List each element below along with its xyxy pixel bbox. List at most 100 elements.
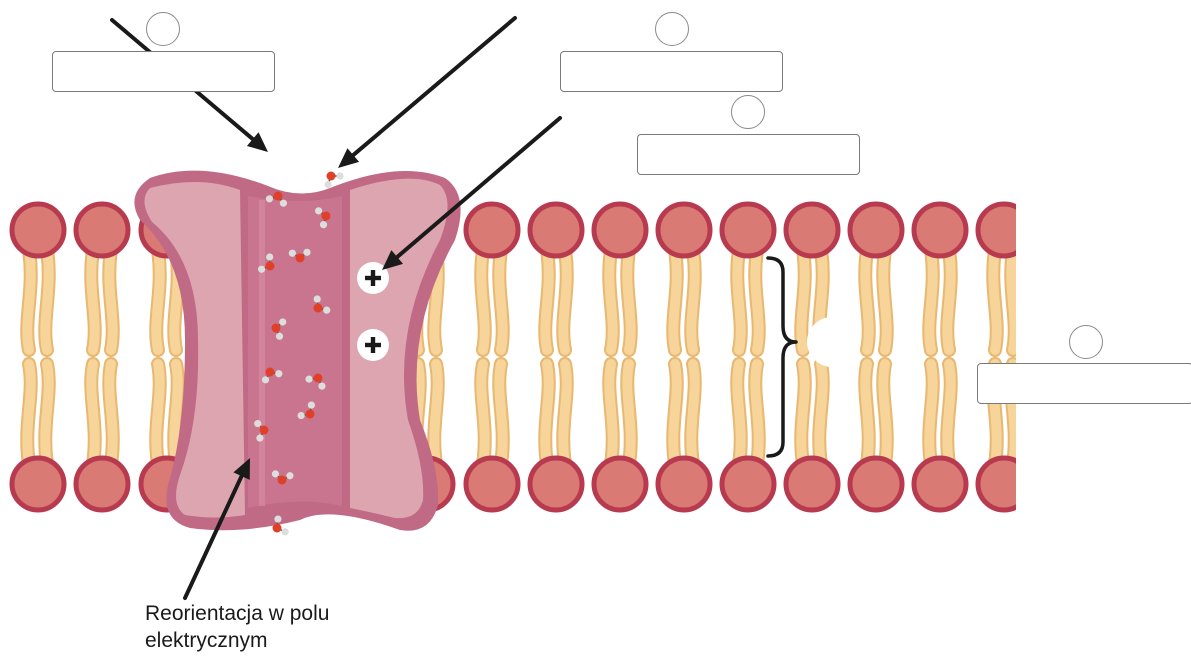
lipid-tail [156, 364, 159, 464]
lipid-tail [91, 364, 94, 464]
lipid-tail [609, 250, 612, 350]
lipid-head [914, 458, 966, 510]
lipid-tail [434, 364, 437, 464]
lipid-tail [947, 250, 950, 350]
water-hydrogen [266, 253, 273, 260]
water-hydrogen [323, 307, 330, 314]
water-hydrogen [305, 376, 312, 383]
arrow-shaft [353, 18, 515, 155]
lipid-head [914, 204, 966, 256]
lipid-tail [27, 364, 30, 464]
water-hydrogen [280, 200, 287, 207]
lipid-head [850, 458, 902, 510]
label-box-4[interactable] [977, 363, 1191, 404]
water-hydrogen [303, 249, 310, 256]
lipid-tail [755, 364, 758, 464]
water-oxygen [266, 368, 275, 377]
number-slot-4[interactable] [1069, 325, 1103, 359]
lipid-tail [865, 250, 868, 350]
lipid-head [658, 458, 710, 510]
lipid-tail [545, 364, 548, 464]
water-hydrogen [320, 221, 327, 228]
water-oxygen [274, 192, 283, 201]
number-slot-2[interactable] [655, 12, 689, 46]
water-hydrogen [315, 207, 322, 214]
lipid-tail [737, 364, 740, 464]
water-hydrogen [286, 472, 293, 479]
water-hydrogen [308, 402, 315, 409]
lipid-head [12, 458, 64, 510]
label-box-1[interactable] [52, 51, 275, 92]
water-oxygen [260, 426, 269, 435]
label-box-3[interactable] [637, 134, 860, 175]
water-oxygen [322, 212, 331, 221]
lipid-tail [156, 250, 159, 350]
water-oxygen [296, 254, 305, 263]
caption-line-2: elektrycznym [145, 627, 385, 654]
lipid-tail [819, 364, 822, 464]
lipid-head [722, 204, 774, 256]
lipid-tail [801, 250, 804, 350]
lipid-head [786, 204, 838, 256]
lipid-tail [545, 250, 548, 350]
water-oxygen [266, 262, 275, 271]
water-hydrogen [258, 266, 265, 273]
water-oxygen [306, 410, 315, 419]
membrane-thickness-bracket [768, 258, 796, 456]
lipid-tail [499, 250, 502, 350]
lipid-tail [929, 364, 932, 464]
lipid-head [978, 204, 1030, 256]
lipid-head [594, 204, 646, 256]
water-hydrogen [318, 382, 325, 389]
lipid-tail [481, 364, 484, 464]
lipid-head [722, 458, 774, 510]
lipid-tail [45, 250, 48, 350]
water-hydrogen [336, 172, 343, 179]
lipid-head [658, 204, 710, 256]
lipid-head [466, 458, 518, 510]
lipid-tail [673, 364, 676, 464]
number-slot-3[interactable] [731, 95, 765, 129]
water-oxygen [272, 324, 281, 333]
lipid-head [978, 458, 1030, 510]
lipid-tail [1011, 250, 1014, 350]
water-hydrogen [282, 528, 289, 535]
lipid-head [530, 458, 582, 510]
water-oxygen [327, 172, 336, 181]
water-hydrogen [274, 515, 281, 522]
lipid-head [786, 458, 838, 510]
lipid-head [850, 204, 902, 256]
lipid-tail [993, 250, 996, 350]
label-box-2[interactable] [560, 51, 783, 92]
lipid-tail [609, 364, 612, 464]
water-hydrogen [254, 420, 261, 427]
lipid-tail [91, 250, 94, 350]
lipid-tail [563, 364, 566, 464]
water-oxygen [273, 524, 282, 533]
arrow-to-water-molecule [338, 18, 515, 168]
water-hydrogen [324, 181, 331, 188]
lipid-tail [755, 250, 758, 350]
plus-sign [371, 270, 375, 286]
label-box-2-text [561, 52, 782, 91]
water-hydrogen [266, 195, 273, 202]
water-oxygen [314, 304, 323, 313]
water-hydrogen [256, 434, 263, 441]
label-box-4-text [978, 364, 1191, 403]
water-hydrogen [298, 412, 305, 419]
number-slot-1[interactable] [146, 12, 180, 46]
water-oxygen [314, 374, 323, 383]
lipid-tail [627, 250, 630, 350]
label-box-3-text [638, 135, 859, 174]
lipid-tail [45, 364, 48, 464]
lipid-tail [865, 364, 868, 464]
lipid-head [530, 204, 582, 256]
lipid-tail [883, 250, 886, 350]
bracket-path [768, 258, 796, 456]
lipid-tail [563, 250, 566, 350]
lipid-tail [947, 364, 950, 464]
water-hydrogen [276, 333, 283, 340]
lipid-head [12, 204, 64, 256]
lipid-tail [691, 250, 694, 350]
